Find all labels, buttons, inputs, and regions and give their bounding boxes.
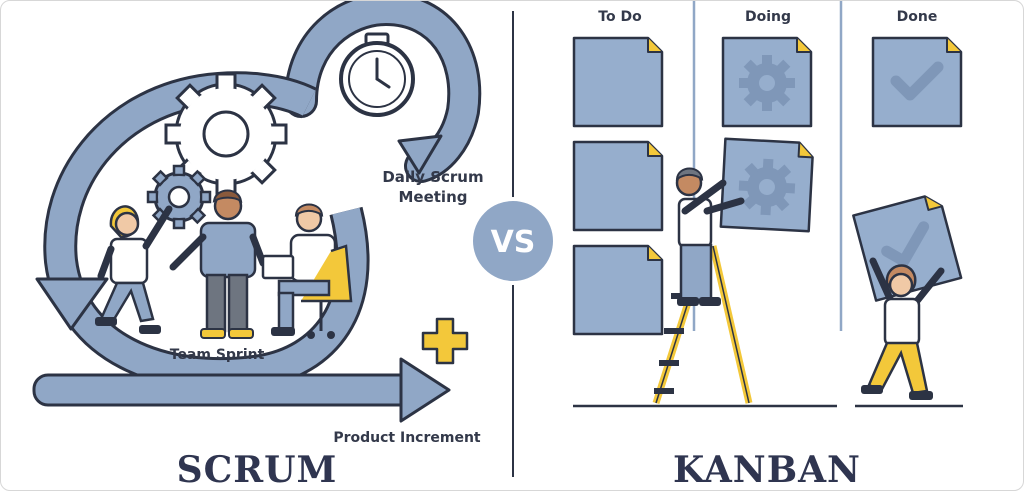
stopwatch-icon [339, 32, 415, 117]
kanban-column-doing: Doing [745, 9, 791, 25]
vs-label: VS [491, 225, 536, 260]
product-increment-arrow [32, 357, 451, 423]
kanban-column-todo: To Do [598, 9, 642, 25]
person-carrying-card [861, 257, 945, 400]
product-increment-label: Product Increment [333, 430, 481, 446]
plus-icon [421, 317, 469, 365]
daily-scrum-label-line2: Meeting [398, 188, 467, 206]
team-member-left [95, 205, 173, 334]
done-card [871, 36, 963, 128]
scrum-title: SCRUM [177, 449, 338, 491]
large-gear-icon [164, 72, 288, 196]
small-gear-icon [146, 164, 212, 230]
doing-card [721, 36, 813, 128]
daily-scrum-loop-arrow [284, 1, 482, 183]
team-sprint-label: Team Sprint [170, 347, 265, 363]
todo-card [572, 36, 664, 128]
kanban-column-done: Done [897, 9, 938, 25]
gear-icon [738, 158, 796, 216]
kanban-title: KANBAN [673, 449, 861, 491]
gear-icon [739, 55, 795, 111]
todo-card [572, 140, 664, 232]
team-member-middle [169, 189, 267, 339]
todo-card [572, 244, 664, 336]
doing-card-in-motion [719, 137, 814, 233]
checkmark-icon [881, 221, 930, 267]
team-member-right [261, 203, 353, 339]
person-on-ladder [675, 167, 745, 306]
vs-badge: VS [469, 197, 557, 285]
checkmark-icon [890, 61, 944, 101]
daily-scrum-label-line1: Daily Scrum [382, 168, 483, 186]
